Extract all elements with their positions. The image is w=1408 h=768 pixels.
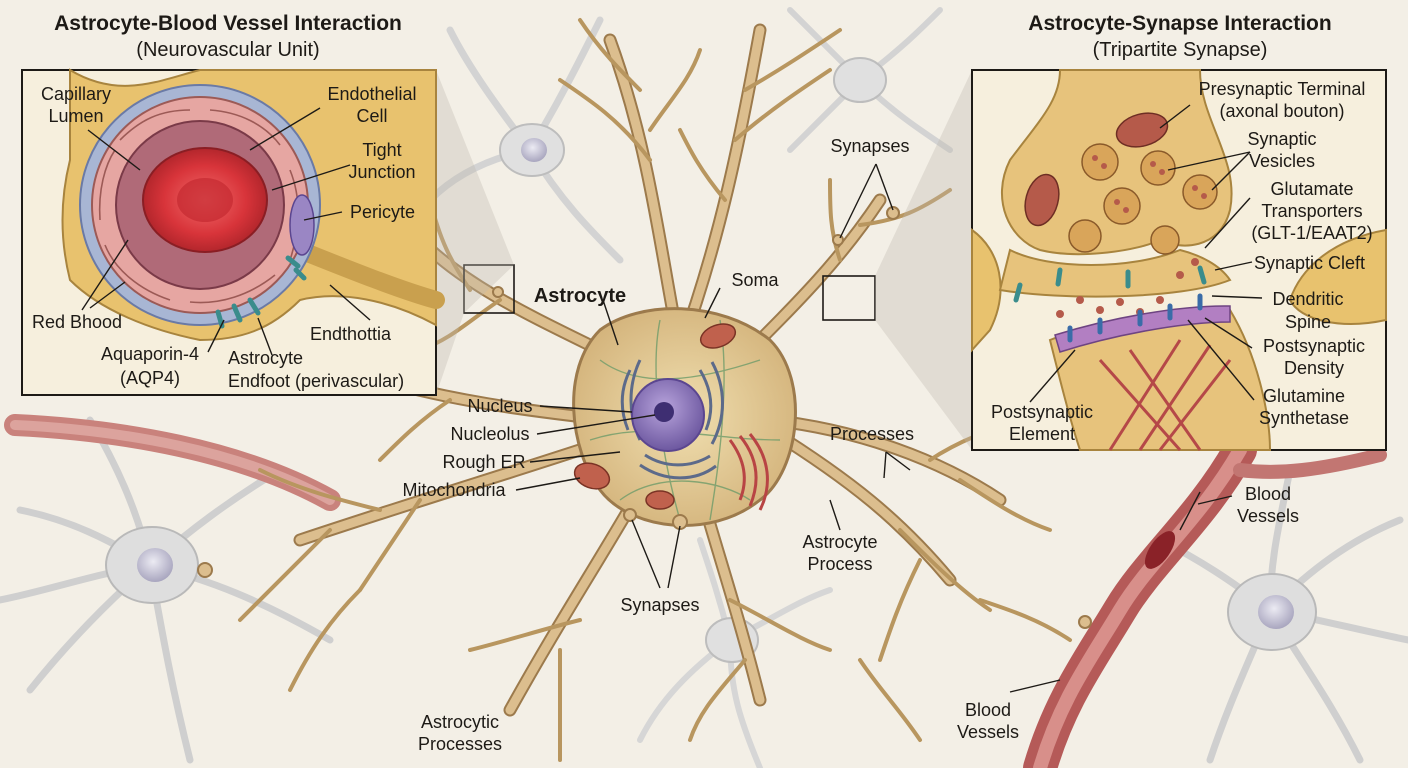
- aquaporin-channels: [215, 255, 307, 329]
- label-endothelial-1: Endothelial: [327, 84, 416, 104]
- label-synapses-top: Synapses: [830, 136, 909, 156]
- red-blood-cell-center: [177, 178, 233, 222]
- mitochondrion-1: [573, 462, 611, 490]
- label-astrocytic-2: Processes: [418, 734, 502, 754]
- left-title: Astrocyte-Blood Vessel Interaction: [54, 12, 402, 35]
- endfoot-process: [291, 241, 445, 309]
- label-nucleus: Nucleus: [467, 396, 532, 416]
- astrocyte-wrap-right: [1288, 228, 1387, 325]
- neighbor-cell-topleft-nucleus: [521, 138, 547, 162]
- label-cleft: Synaptic Cleft: [1254, 253, 1365, 273]
- vessel-right-highlight: [1033, 443, 1247, 768]
- label-nucleolus: Nucleolus: [450, 424, 529, 444]
- left-inset-panel: [21, 68, 445, 396]
- vessel-left-highlight: [10, 420, 335, 505]
- glutamate-transporters: [1013, 265, 1207, 303]
- label-dendritic-1: Dendritic: [1272, 289, 1343, 309]
- label-tight-2: Junction: [348, 162, 415, 182]
- zoom-box-left: [463, 264, 515, 314]
- label-astrocyte: Astrocyte: [534, 285, 626, 307]
- zoom-cone-left: [436, 70, 514, 395]
- label-post-2: Element: [1009, 424, 1075, 444]
- label-blood-vessels-top-1: Blood: [1245, 484, 1291, 504]
- zoom-box-right: [822, 275, 876, 321]
- label-pericyte: Pericyte: [350, 202, 415, 222]
- label-presyn-2: (axonal bouton): [1219, 101, 1344, 121]
- synapse-knobs: [197, 206, 1092, 629]
- background-cells: [0, 7, 1408, 768]
- label-endfoot-1: Astrocyte: [228, 348, 303, 368]
- pericyte-cell: [289, 194, 315, 256]
- label-vesicles-2: Vesicles: [1249, 151, 1315, 171]
- blood-vessels: [4, 414, 1387, 768]
- mitochondrion-2: [699, 323, 737, 349]
- mitochondrion-3: [645, 490, 675, 510]
- leader-lines: [81, 104, 1263, 693]
- label-soma: Soma: [731, 270, 779, 290]
- zoom-cone-right: [875, 70, 972, 450]
- label-astro-process-2: Process: [807, 554, 872, 574]
- presyn-mitochondrion-2: [1024, 173, 1060, 227]
- label-rough-er: Rough ER: [442, 452, 525, 472]
- vesicle-contents: [1092, 155, 1207, 213]
- astrocyte-wrap-left: [971, 228, 1002, 353]
- right-title: Astrocyte-Synapse Interaction: [1028, 12, 1331, 35]
- label-processes: Processes: [830, 424, 914, 444]
- label-psd-1: Postsynaptic: [1263, 336, 1365, 356]
- right-subtitle: (Tripartite Synapse): [1093, 39, 1268, 61]
- cytoskeleton-fibers: [1098, 339, 1232, 451]
- label-synapses-bottom: Synapses: [620, 595, 699, 615]
- neighbor-cell-left-nucleus: [137, 548, 173, 582]
- label-astro-process-1: Astrocyte: [802, 532, 877, 552]
- endothelial-cells: [98, 109, 300, 304]
- label-capillary-1: Capillary: [41, 84, 111, 104]
- label-capillary-2: Lumen: [48, 106, 103, 126]
- label-tight-1: Tight: [362, 140, 401, 160]
- label-mitochondria: Mitochondria: [402, 480, 506, 500]
- label-presyn-1: Presynaptic Terminal: [1199, 79, 1366, 99]
- label-aqp-2: (AQP4): [120, 368, 180, 388]
- left-subtitle: (Neurovascular Unit): [136, 39, 319, 61]
- label-vesicles-1: Synaptic: [1247, 129, 1316, 149]
- postsynaptic-density: [1054, 305, 1231, 353]
- label-blood-vessels-bottom-1: Blood: [965, 700, 1011, 720]
- label-psd-2: Density: [1284, 358, 1344, 378]
- vessel-left: [4, 414, 341, 511]
- label-post-1: Postsynaptic: [991, 402, 1093, 422]
- label-endthottia: Endthottia: [310, 324, 392, 344]
- label-red-blood: Red Bhood: [32, 312, 122, 332]
- neighbor-cell-right-nucleus: [1258, 595, 1294, 629]
- main-astrocyte: [197, 18, 1092, 762]
- astrocyte-nucleolus: [654, 402, 674, 422]
- label-blood-vessels-top-2: Vessels: [1237, 506, 1299, 526]
- label-gs-1: Glutamine: [1263, 386, 1345, 406]
- label-glut-1: Glutamate: [1270, 179, 1353, 199]
- label-gs-2: Synthetase: [1259, 408, 1349, 428]
- label-glut-3: (GLT-1/EAAT2): [1251, 223, 1372, 243]
- label-dendritic-2: Spine: [1285, 312, 1331, 332]
- vessel-red-cell: [1144, 531, 1176, 569]
- right-inset-panel: [971, 69, 1387, 451]
- golgi: [728, 433, 769, 511]
- label-endothelial-2: Cell: [356, 106, 387, 126]
- neighbor-cell-topright-body: [833, 57, 887, 103]
- label-endfoot-2: Endfoot (perivascular): [228, 371, 404, 391]
- synaptic-vesicles: [1068, 143, 1218, 255]
- receptors: [1067, 293, 1203, 343]
- vessel-right-branch: [1233, 448, 1387, 479]
- label-aqp-1: Aquaporin-4: [101, 344, 199, 364]
- label-blood-vessels-bottom-2: Vessels: [957, 722, 1019, 742]
- label-glut-2: Transporters: [1261, 201, 1362, 221]
- label-astrocytic-1: Astrocytic: [421, 712, 499, 732]
